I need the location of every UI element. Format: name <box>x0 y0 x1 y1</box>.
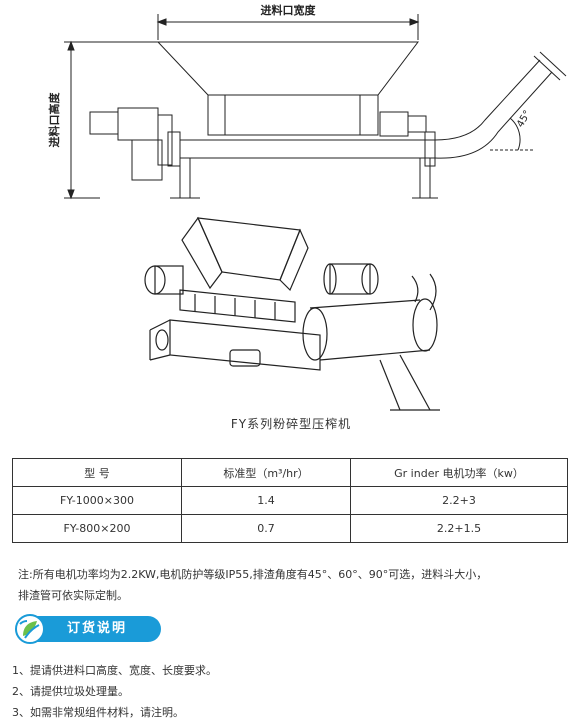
leaf-logo-icon <box>13 614 45 644</box>
note-line-1: 注:所有电机功率均为2.2KW,电机防护等级IP55,排渣角度有45°、60°、… <box>18 568 488 581</box>
height-label: 进料口高度 <box>47 92 61 148</box>
cell-capacity: 1.4 <box>181 486 351 515</box>
width-label: 进料口宽度 <box>261 3 317 17</box>
cell-model: FY-800×200 <box>12 514 182 543</box>
order-steps-list: 1、提请供进料口高度、宽度、长度要求。 2、请提供垃圾处理量。 3、如需非常规组… <box>12 660 217 723</box>
header-power: Gr inder 电机功率（kw） <box>350 458 568 487</box>
cell-model: FY-1000×300 <box>12 486 182 515</box>
note-line-2: 排渣管可依实际定制。 <box>18 589 128 602</box>
figure-caption: FY系列粉碎型压榨机 <box>230 417 352 431</box>
isometric-machine-drawing <box>130 210 460 420</box>
table-row: FY-1000×300 1.4 2.2+3 <box>12 486 568 515</box>
header-model: 型 号 <box>12 458 182 487</box>
cell-capacity: 0.7 <box>181 514 351 543</box>
list-item: 3、如需非常规组件材料，请注明。 <box>12 706 184 719</box>
table-header-row: 型 号 标准型（m³/hr） Gr inder 电机功率（kw） <box>12 458 568 487</box>
table-row: FY-800×200 0.7 2.2+1.5 <box>12 514 568 543</box>
list-item: 1、提请供进料口高度、宽度、长度要求。 <box>12 664 217 677</box>
cell-power: 2.2+1.5 <box>350 514 568 543</box>
order-section-title: 订货说明 <box>31 616 161 642</box>
header-capacity: 标准型（m³/hr） <box>181 458 351 487</box>
angle-label: 45° <box>515 109 533 130</box>
cell-power: 2.2+3 <box>350 486 568 515</box>
list-item: 2、请提供垃圾处理量。 <box>12 685 129 698</box>
spec-table: 型 号 标准型（m³/hr） Gr inder 电机功率（kw） FY-1000… <box>12 458 568 543</box>
note-text: 注:所有电机功率均为2.2KW,电机防护等级IP55,排渣角度有45°、60°、… <box>18 564 568 606</box>
side-view-drawing: 进料口宽度 进料口高度 45° <box>40 0 580 215</box>
